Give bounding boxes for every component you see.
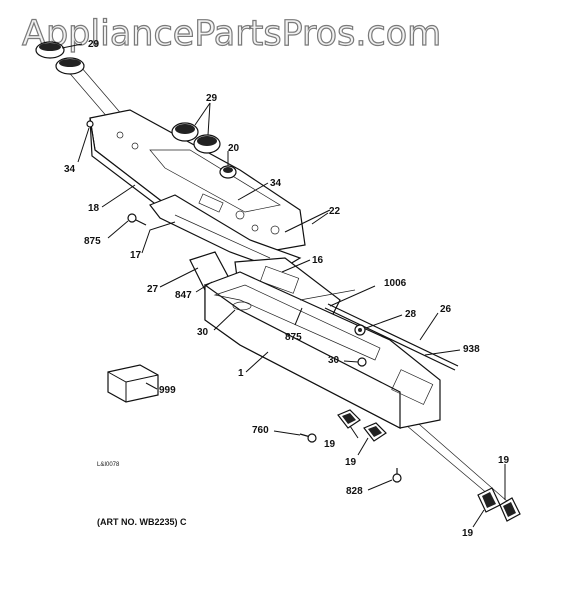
callout-29-top: 29 — [88, 39, 100, 50]
callout-19-b: 19 — [345, 457, 357, 468]
leader-760 — [273, 430, 301, 436]
callout-34-left: 34 — [64, 164, 76, 175]
switch-28 — [354, 324, 366, 336]
screw-34 — [86, 120, 94, 128]
callout-1: 1 — [238, 368, 244, 379]
guide-line — [411, 417, 509, 503]
knob-top-2 — [55, 57, 85, 75]
callout-1006: 1006 — [384, 278, 407, 289]
leader-16 — [281, 259, 311, 273]
box-999 — [107, 364, 159, 403]
bracket-19-c — [477, 487, 501, 513]
knob-mid-1 — [171, 122, 199, 142]
leader-22 — [311, 212, 329, 225]
wire-harness — [299, 289, 459, 371]
leader-30a — [213, 309, 236, 331]
leader-828 — [367, 479, 393, 491]
leader-19b — [357, 437, 369, 456]
leader-938 — [424, 349, 461, 356]
callout-20: 20 — [228, 143, 240, 154]
callout-30-left: 30 — [197, 327, 209, 338]
knob-top-1 — [35, 41, 65, 59]
leader-18 — [101, 184, 136, 208]
leader-29b — [194, 102, 211, 126]
callout-875-left: 875 — [84, 236, 101, 247]
callout-26: 26 — [440, 304, 452, 315]
callout-19-a: 19 — [324, 439, 336, 450]
overlay-detail — [174, 214, 271, 259]
callout-28: 28 — [405, 309, 417, 320]
callout-875-right: 875 — [285, 332, 302, 343]
callout-17: 17 — [130, 250, 142, 261]
screw-828 — [392, 468, 402, 483]
bracket-19-b — [363, 422, 387, 442]
clip-30 — [357, 357, 367, 367]
callout-27: 27 — [147, 284, 159, 295]
control-housing-1 — [204, 271, 441, 429]
leader-27 — [159, 267, 199, 288]
leader-19d — [472, 509, 485, 528]
callout-29-mid: 29 — [206, 93, 218, 104]
callout-19-c: 19 — [498, 455, 510, 466]
leader-999 — [145, 382, 158, 390]
art-number: (ART NO. WB2235) C — [97, 517, 187, 527]
callout-34-right: 34 — [270, 178, 282, 189]
rod-22 — [284, 209, 331, 233]
callout-19-d: 19 — [462, 528, 474, 539]
leader-875b — [294, 307, 303, 326]
callout-760: 760 — [252, 425, 269, 436]
screw-875-left — [127, 213, 147, 226]
leader-28 — [365, 314, 403, 329]
bracket-19-a — [337, 409, 361, 429]
leader-19a — [349, 425, 359, 439]
leader-1 — [245, 351, 269, 373]
bracket-19-d — [499, 497, 521, 522]
leader-847 — [195, 281, 213, 293]
small-knob-20 — [219, 165, 237, 179]
callout-938: 938 — [463, 344, 480, 355]
leader-34b — [237, 182, 269, 201]
leader-26 — [419, 312, 439, 341]
illustration-code: L&I0078 — [97, 462, 120, 468]
leader-30b — [343, 360, 359, 363]
knob-mid-2 — [193, 134, 221, 154]
callout-999: 999 — [159, 385, 176, 396]
callout-847: 847 — [175, 290, 192, 301]
leader-875a — [107, 220, 129, 239]
screw-760 — [299, 433, 317, 443]
callout-18: 18 — [88, 203, 100, 214]
callout-828: 828 — [346, 486, 363, 497]
callout-30-right: 30 — [328, 355, 340, 366]
watermark-text: AppliancePartsPros.com — [21, 13, 442, 54]
leader-34a — [77, 127, 90, 163]
leader-1006 — [329, 285, 376, 307]
leader-29b2 — [207, 102, 211, 136]
callout-16: 16 — [312, 255, 324, 266]
callout-22: 22 — [329, 206, 341, 217]
leader-17 — [141, 221, 176, 254]
guide-line — [399, 419, 496, 501]
leader-29a — [61, 43, 83, 49]
